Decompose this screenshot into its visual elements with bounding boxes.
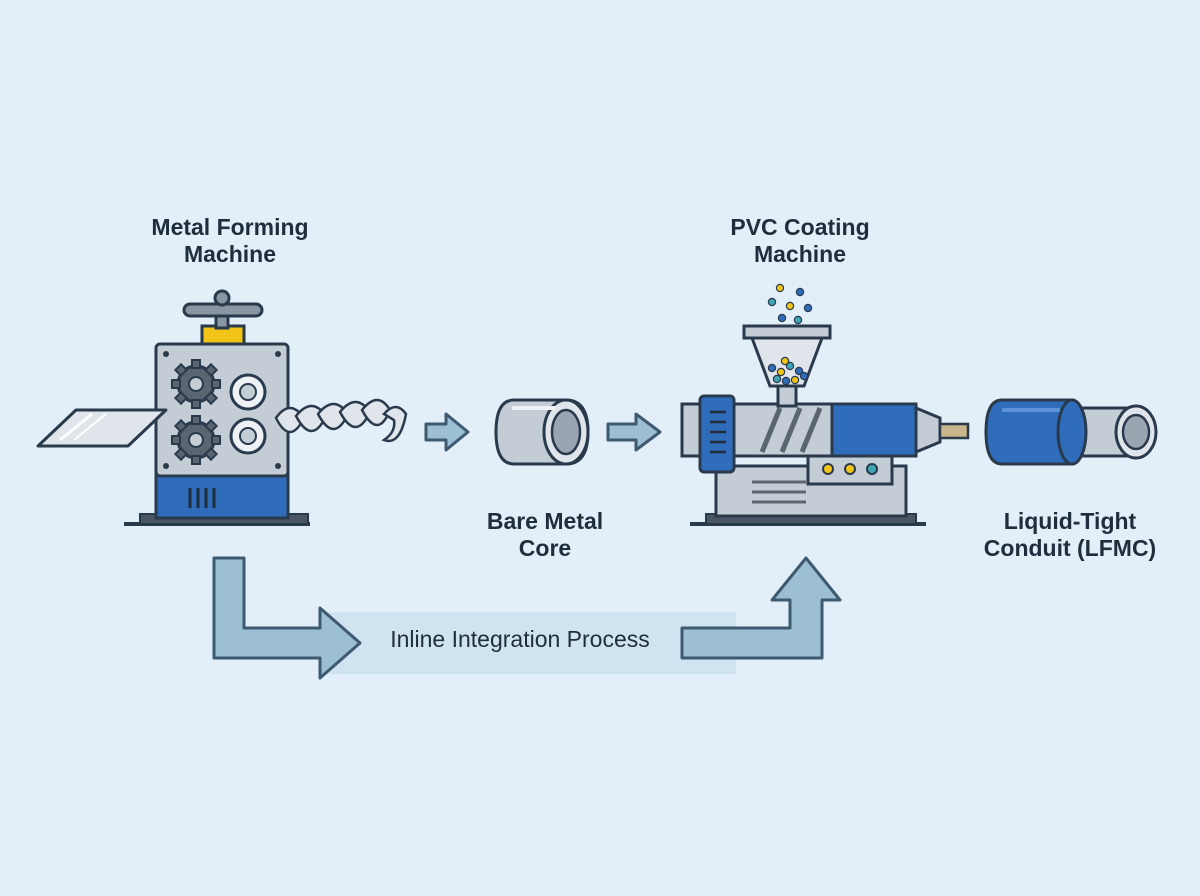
pipe-icon	[494, 398, 590, 466]
spiral-coil	[274, 398, 408, 443]
flow-arrow	[424, 412, 470, 452]
inline-process-arrow	[212, 556, 842, 680]
roller-icon	[229, 373, 267, 455]
metal-forming-label: Metal Forming Machine	[151, 214, 309, 267]
bare-core-label: Bare Metal Core	[486, 508, 604, 561]
gear-icon	[171, 415, 221, 465]
pvc-coating-label: PVC Coating Machine	[730, 214, 870, 267]
flow-arrow	[606, 412, 662, 452]
pellet-icon	[767, 356, 809, 386]
pellet-icon	[767, 283, 813, 325]
process-label: Inline Integration Process	[390, 626, 650, 652]
gear-icon	[171, 359, 221, 409]
metal-forming-machine	[36, 289, 408, 526]
lfmc-label: Liquid-Tight Conduit (LFMC)	[983, 508, 1157, 561]
lfmc-conduit-icon	[984, 398, 1158, 466]
process-band	[322, 612, 736, 674]
pvc-coating-machine	[680, 283, 970, 526]
